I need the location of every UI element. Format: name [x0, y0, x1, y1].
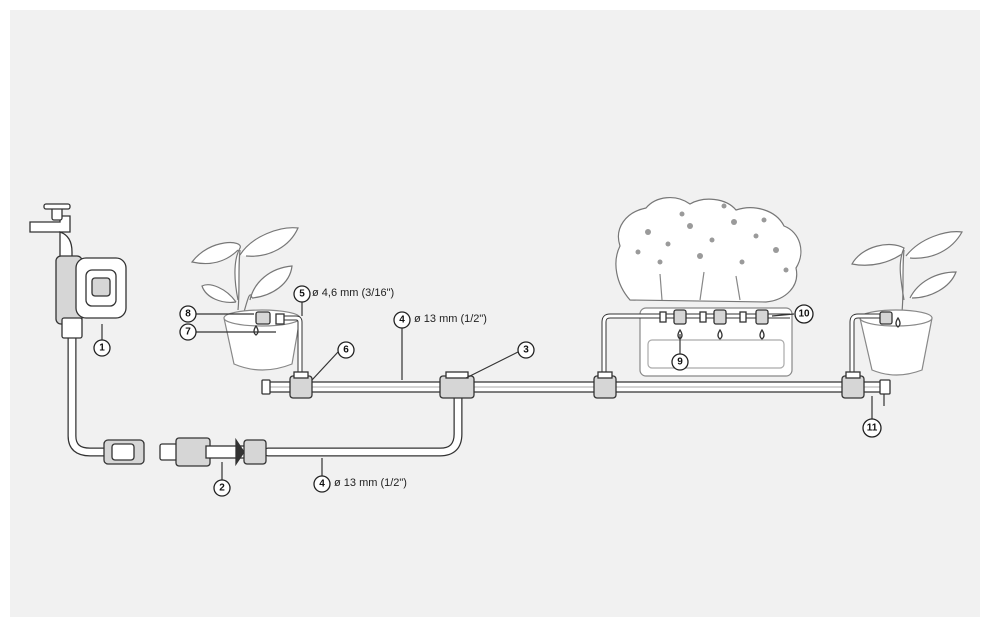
callout-4-supply: 4 — [313, 475, 331, 493]
callout-9: 9 — [671, 353, 689, 371]
drippers-planter — [659, 309, 769, 340]
svg-text:6: 6 — [343, 345, 349, 356]
left-plant — [190, 227, 301, 371]
svg-text:8: 8 — [185, 309, 191, 320]
supply-pipe-size-label: ø 13 mm (1/2") — [334, 477, 407, 489]
callout-8: 8 — [179, 305, 197, 323]
callout-10: 10 — [794, 304, 814, 324]
callout-2: 2 — [213, 479, 231, 497]
connectors — [261, 371, 891, 406]
bush-planter — [615, 197, 802, 377]
micro-tube-size-label: ø 4,6 mm (3/16") — [312, 287, 394, 299]
callout-3: 3 — [517, 341, 535, 359]
svg-text:7: 7 — [185, 327, 191, 338]
svg-text:1: 1 — [99, 343, 105, 354]
drippers-pots — [253, 311, 901, 336]
callout-6: 6 — [337, 341, 355, 359]
svg-text:11: 11 — [867, 423, 878, 434]
hose-connectors — [103, 437, 267, 467]
micro-tubes — [284, 313, 882, 378]
svg-text:5: 5 — [299, 289, 305, 300]
callout-5: 5 — [293, 285, 311, 303]
callout-11: 11 — [862, 418, 882, 438]
right-plant — [851, 231, 963, 376]
svg-text:3: 3 — [523, 345, 529, 356]
main-pipe-size-label: ø 13 mm (1/2") — [414, 313, 487, 325]
callout-4-main: 4 — [393, 311, 411, 329]
svg-text:4: 4 — [319, 479, 325, 490]
supply-pipe — [67, 330, 463, 457]
svg-text:9: 9 — [677, 357, 683, 368]
svg-text:4: 4 — [399, 315, 405, 326]
svg-text:2: 2 — [219, 483, 225, 494]
svg-text:10: 10 — [798, 309, 810, 320]
callout-7: 7 — [179, 323, 197, 341]
diagram-background — [10, 10, 980, 617]
tap-and-timer — [29, 203, 127, 339]
callout-1: 1 — [93, 339, 111, 357]
main-pipe — [267, 381, 889, 393]
